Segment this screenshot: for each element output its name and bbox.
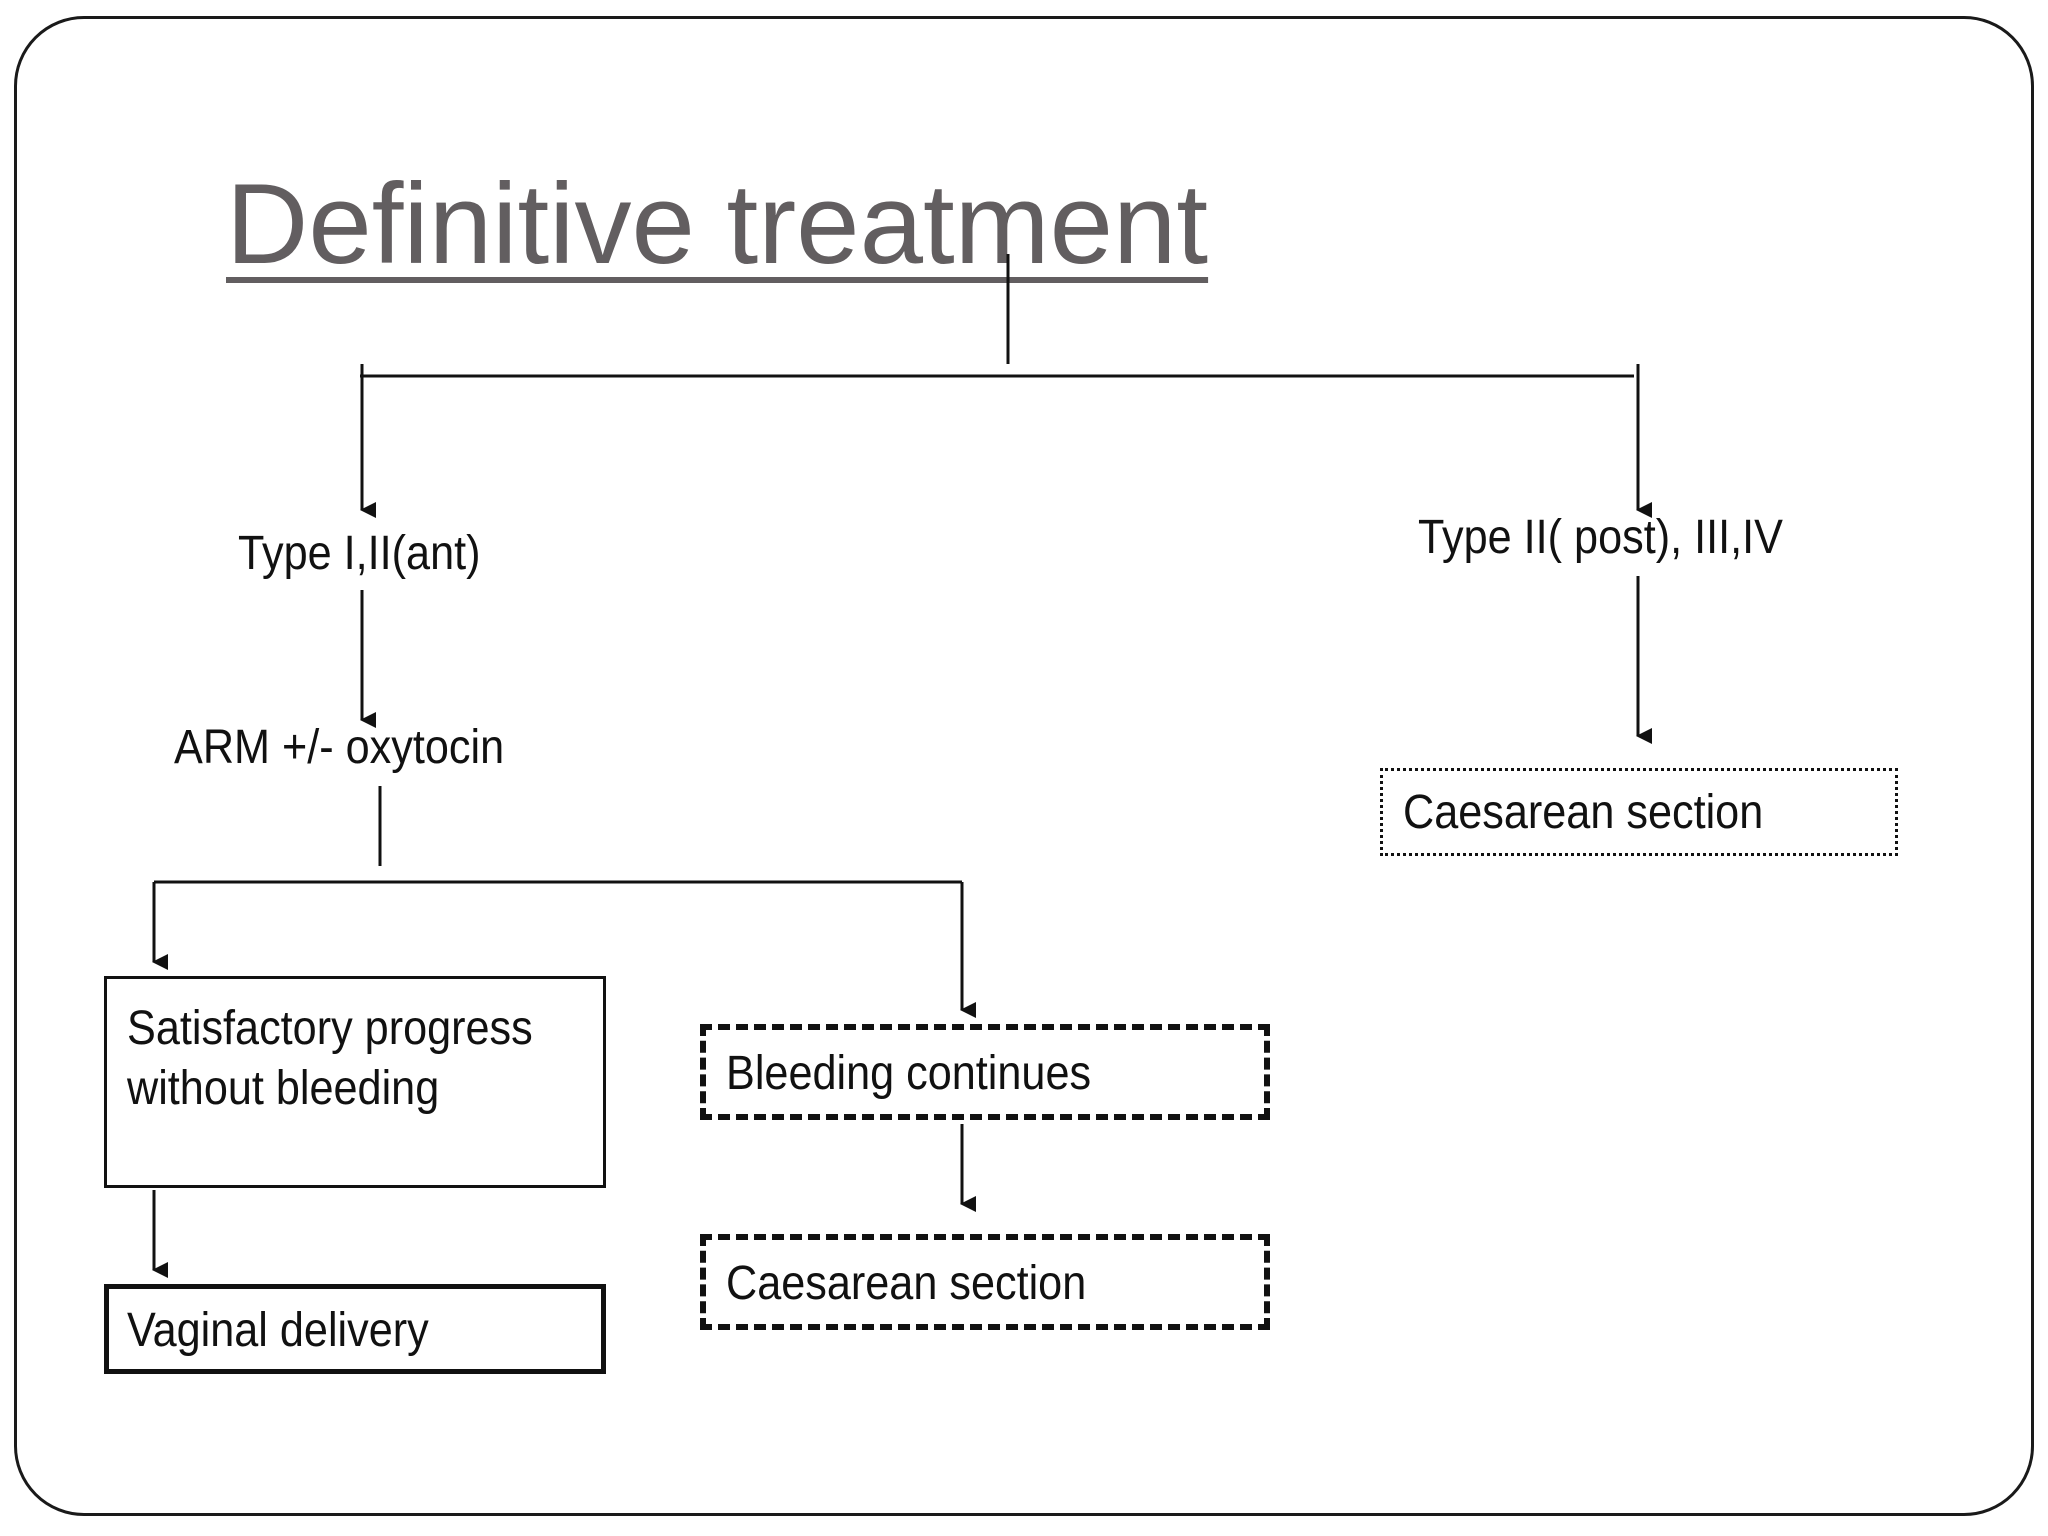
vaginal-delivery-box: Vaginal delivery xyxy=(104,1284,606,1374)
slide-frame xyxy=(14,16,2034,1516)
satisfactory-text-line2: without bleeding xyxy=(127,1062,440,1115)
left-branch-label: Type I,II(ant) xyxy=(238,527,481,580)
vaginal-delivery-text: Vaginal delivery xyxy=(127,1304,429,1357)
slide-title: Definitive treatment xyxy=(226,161,1209,288)
caesarean-after-bleeding-text: Caesarean section xyxy=(726,1257,1087,1310)
bleeding-continues-box: Bleeding continues xyxy=(700,1024,1270,1120)
caesarean-after-bleeding-box: Caesarean section xyxy=(700,1234,1270,1330)
right-branch-label: Type II( post), III,IV xyxy=(1418,511,1783,564)
right-caesarean-text: Caesarean section xyxy=(1403,786,1764,839)
arm-label: ARM +/- oxytocin xyxy=(174,721,505,774)
satisfactory-box: Satisfactory progress without bleeding xyxy=(104,976,606,1188)
bleeding-continues-text: Bleeding continues xyxy=(726,1047,1092,1100)
right-caesarean-box: Caesarean section xyxy=(1380,768,1898,856)
satisfactory-text-line1: Satisfactory progress xyxy=(127,1002,533,1055)
